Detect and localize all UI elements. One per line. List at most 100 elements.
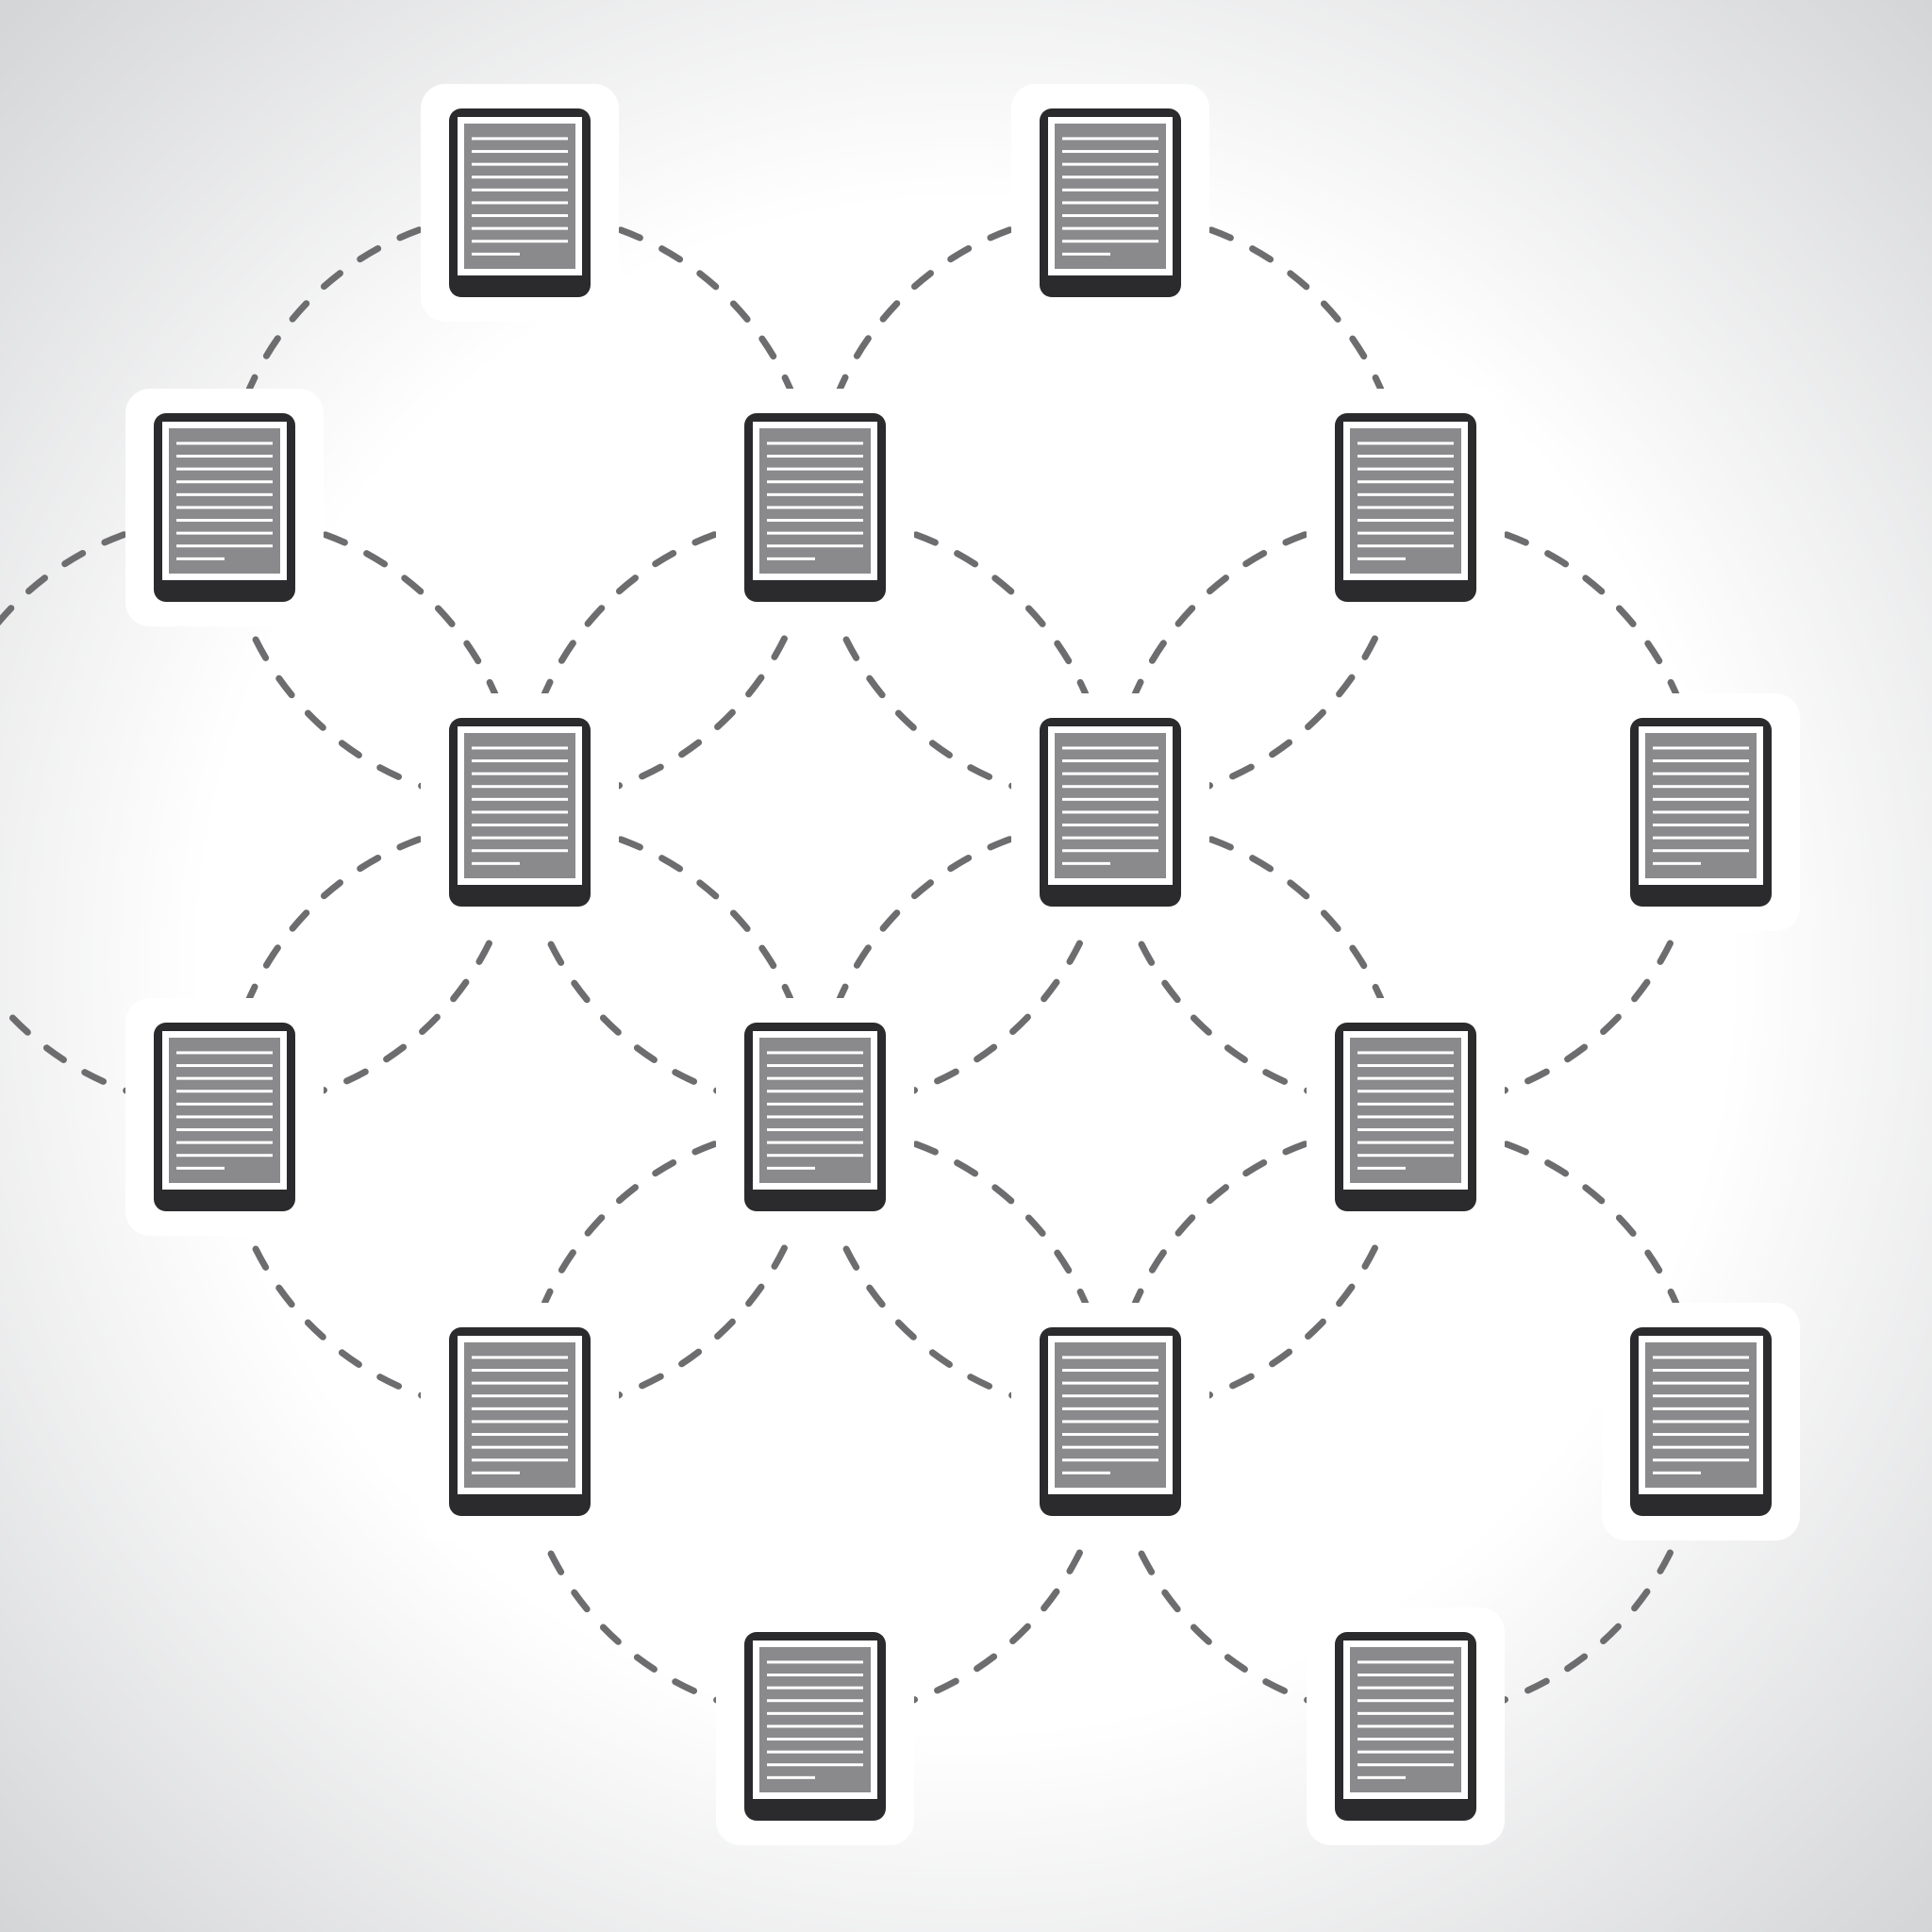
screen-text-line	[1357, 480, 1454, 484]
e-reader-icon	[1307, 389, 1505, 626]
screen-text-line	[1062, 1445, 1158, 1449]
screen-text-line	[767, 1051, 863, 1055]
screen-text-line	[1062, 824, 1158, 827]
screen-text-line	[1653, 1381, 1749, 1385]
screen-text-line	[472, 226, 568, 230]
screen-text-line	[767, 1750, 863, 1754]
screen-text-line	[1357, 1750, 1454, 1754]
device-screen	[1645, 1342, 1757, 1488]
screen-text-line	[176, 506, 273, 509]
screen-text-line	[472, 824, 568, 827]
screen-text-line	[1653, 785, 1749, 789]
e-reader-icon	[421, 1303, 619, 1541]
screen-text-line	[472, 746, 568, 750]
screen-text-line	[767, 441, 863, 445]
screen-text-line	[1062, 810, 1158, 814]
screen-text-line	[1357, 1090, 1454, 1093]
screen-text-line	[472, 849, 568, 853]
screen-text-line	[1357, 1115, 1454, 1119]
device-screen	[1645, 733, 1757, 878]
screen-text-line	[1357, 1711, 1454, 1715]
screen-text-line	[767, 1711, 863, 1715]
screen-text-line	[767, 557, 815, 560]
screen-text-line	[1062, 137, 1158, 141]
screen-text-line	[1062, 1458, 1158, 1462]
screen-text-line	[767, 1154, 863, 1158]
screen-text-line	[472, 175, 568, 179]
screen-text-line	[1357, 1699, 1454, 1703]
screen-text-line	[767, 1115, 863, 1119]
screen-text-line	[767, 1166, 815, 1170]
screen-text-line	[1653, 759, 1749, 763]
screen-text-line	[767, 1064, 863, 1068]
screen-text-line	[1357, 1775, 1406, 1779]
screen-text-line	[472, 772, 568, 775]
screen-text-line	[1653, 1458, 1749, 1462]
screen-text-line	[767, 455, 863, 458]
screen-text-line	[1357, 455, 1454, 458]
screen-text-line	[1062, 785, 1158, 789]
screen-text-line	[176, 455, 273, 458]
screen-text-line	[767, 544, 863, 548]
e-reader-icon	[421, 84, 619, 322]
screen-text-line	[472, 252, 520, 256]
screen-text-line	[1062, 226, 1158, 230]
screen-text-line	[472, 240, 568, 243]
e-reader-icon	[1602, 693, 1800, 931]
screen-text-line	[1357, 1141, 1454, 1144]
screen-text-line	[1653, 1471, 1701, 1474]
screen-text-line	[472, 214, 568, 218]
screen-text-line	[472, 810, 568, 814]
screen-text-line	[1653, 1394, 1749, 1398]
screen-text-line	[1357, 441, 1454, 445]
screen-text-line	[1653, 772, 1749, 775]
screen-text-line	[1357, 519, 1454, 523]
screen-text-line	[472, 797, 568, 801]
screen-text-line	[767, 480, 863, 484]
device-screen	[1350, 428, 1461, 574]
screen-text-line	[1062, 1369, 1158, 1373]
screen-text-line	[767, 1699, 863, 1703]
screen-text-line	[1062, 849, 1158, 853]
screen-text-line	[176, 1154, 273, 1158]
screen-text-line	[472, 759, 568, 763]
screen-text-line	[1653, 810, 1749, 814]
screen-text-line	[1653, 1420, 1749, 1424]
device-screen	[1350, 1647, 1461, 1792]
e-reader-icon	[125, 389, 324, 626]
e-reader-icon	[1307, 1607, 1505, 1845]
e-reader-icon	[716, 998, 914, 1236]
screen-text-line	[1062, 1420, 1158, 1424]
e-reader-icon	[716, 1607, 914, 1845]
screen-text-line	[472, 137, 568, 141]
screen-text-line	[1357, 1102, 1454, 1106]
screen-text-line	[767, 467, 863, 471]
screen-text-line	[1653, 1369, 1749, 1373]
screen-text-line	[767, 531, 863, 535]
screen-text-line	[767, 1686, 863, 1690]
screen-text-line	[1653, 1433, 1749, 1437]
screen-text-line	[472, 150, 568, 154]
device-screen	[169, 1038, 280, 1183]
screen-text-line	[176, 492, 273, 496]
screen-text-line	[767, 1763, 863, 1767]
e-reader-icon	[716, 389, 914, 626]
screen-text-line	[176, 467, 273, 471]
device-screen	[1350, 1038, 1461, 1183]
screen-text-line	[176, 1166, 225, 1170]
screen-text-line	[472, 1458, 568, 1462]
screen-text-line	[1062, 1356, 1158, 1359]
screen-text-line	[1653, 1445, 1749, 1449]
screen-text-line	[1653, 824, 1749, 827]
screen-text-line	[176, 441, 273, 445]
e-reader-icon	[1011, 84, 1209, 322]
screen-text-line	[1357, 492, 1454, 496]
screen-text-line	[1357, 506, 1454, 509]
screen-text-line	[176, 531, 273, 535]
device-nodes	[125, 84, 1800, 1845]
screen-text-line	[176, 1051, 273, 1055]
screen-text-line	[472, 201, 568, 205]
screen-text-line	[1062, 1407, 1158, 1410]
